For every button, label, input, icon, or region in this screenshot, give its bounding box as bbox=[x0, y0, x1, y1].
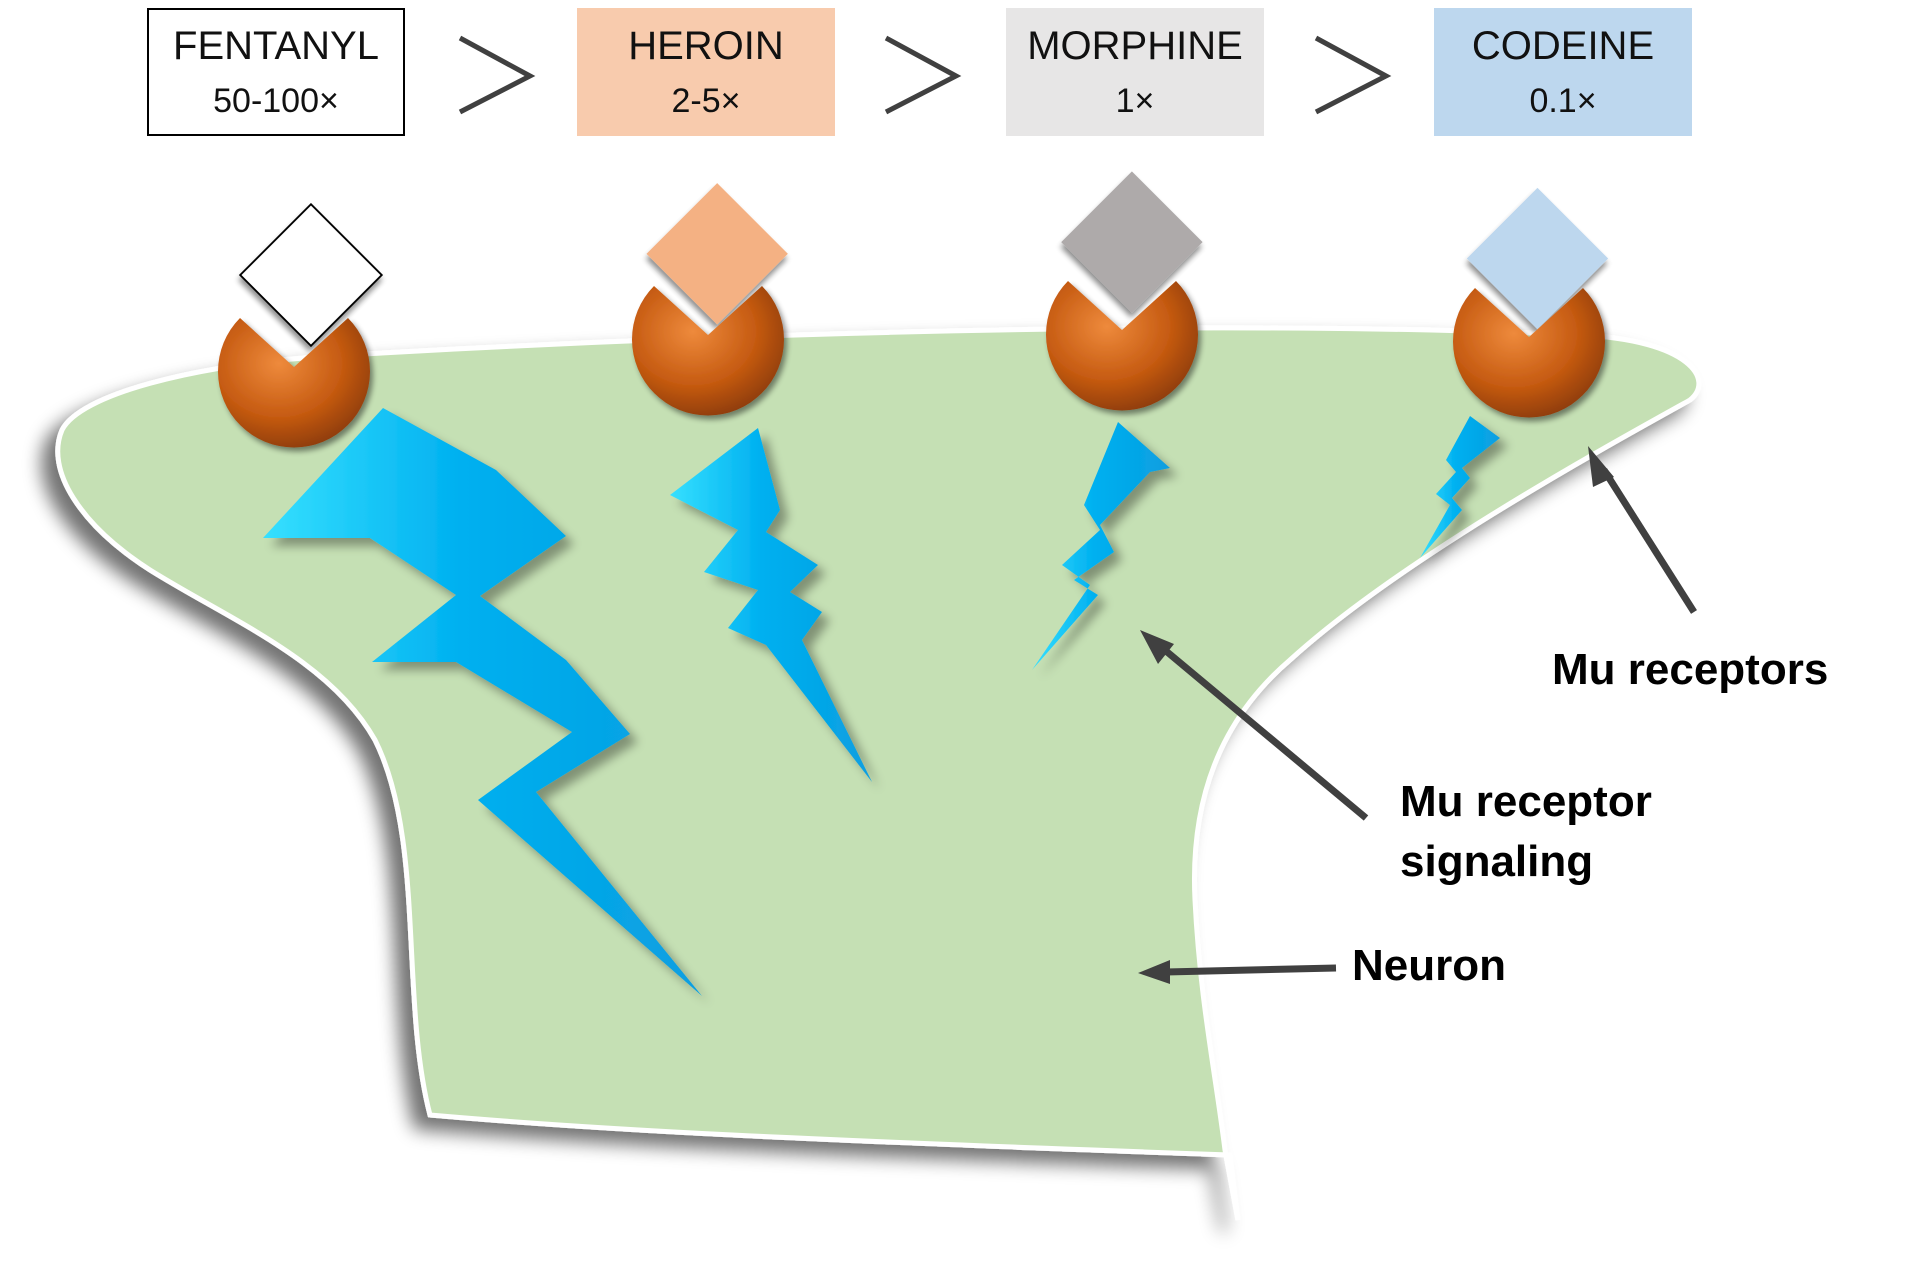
receptor-morphine-icon bbox=[1046, 281, 1198, 411]
drug-box-codeine: CODEINE 0.1× bbox=[1434, 8, 1692, 136]
receptor-fentanyl-icon bbox=[218, 318, 370, 448]
greater-than-chevron-icon bbox=[458, 35, 536, 115]
drug-name: FENTANYL bbox=[173, 24, 379, 68]
label-neuron: Neuron bbox=[1352, 941, 1506, 990]
drug-box-fentanyl: FENTANYL 50-100× bbox=[147, 8, 405, 136]
drug-name: CODEINE bbox=[1471, 24, 1655, 68]
lightning-bolt-morphine-icon bbox=[1032, 422, 1170, 670]
drug-name: HEROIN bbox=[628, 24, 784, 68]
arrow-to-mu-receptor-signaling-head bbox=[1140, 630, 1174, 664]
signaling-bolts bbox=[263, 408, 1500, 996]
arrow-to-neuron-head bbox=[1138, 960, 1170, 984]
lightning-bolt-fentanyl-icon bbox=[263, 408, 702, 996]
receptor-codeine-icon bbox=[1453, 288, 1605, 418]
label-mu-receptor-signaling-line1: Mu receptor bbox=[1400, 777, 1652, 826]
greater-than-chevron-icon bbox=[884, 35, 962, 115]
arrow-to-mu-receptors bbox=[1601, 468, 1697, 614]
drug-box-morphine: MORPHINE 1× bbox=[1006, 8, 1264, 136]
mu-receptors-group bbox=[218, 281, 1605, 448]
drug-potency: 1× bbox=[1115, 82, 1155, 120]
greater-than-chevron-icon bbox=[1314, 35, 1392, 115]
drug-potency: 0.1× bbox=[1529, 82, 1597, 120]
drug-potency: 2-5× bbox=[671, 82, 741, 120]
arrow-to-neuron bbox=[1165, 964, 1337, 976]
receptor-heroin-icon bbox=[632, 286, 784, 416]
label-mu-receptors: Mu receptors bbox=[1552, 645, 1829, 694]
pointer-arrows bbox=[1138, 446, 1697, 984]
lightning-bolt-codeine-icon bbox=[1420, 416, 1500, 558]
arrow-to-mu-receptors-head bbox=[1588, 446, 1614, 487]
lightning-bolt-heroin-icon bbox=[670, 428, 872, 782]
drug-box-heroin: HEROIN 2-5× bbox=[577, 8, 835, 136]
label-mu-receptor-signaling-line2: signaling bbox=[1400, 837, 1594, 886]
ligands bbox=[238, 171, 1609, 348]
comparison-chevrons bbox=[458, 35, 1392, 115]
arrow-to-mu-receptor-signaling bbox=[1157, 643, 1369, 821]
drug-name: MORPHINE bbox=[1027, 24, 1243, 68]
ligand-fentanyl-icon bbox=[238, 202, 384, 348]
drug-potency: 50-100× bbox=[213, 82, 339, 120]
